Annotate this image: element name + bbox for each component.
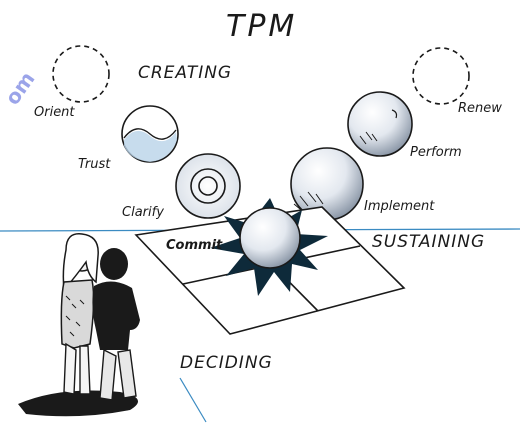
- deciding-pointer-line: [179, 377, 207, 423]
- label-orient: Orient: [34, 105, 75, 120]
- trust-circle: [121, 105, 179, 163]
- commit-sphere: [239, 207, 301, 269]
- label-renew: Renew: [458, 101, 502, 116]
- label-perform: Perform: [410, 145, 462, 160]
- phase-deciding: DECIDING: [180, 353, 273, 373]
- two-people-illustration: [18, 233, 140, 417]
- label-clarify: Clarify: [122, 205, 164, 220]
- watermark-text: om: [0, 67, 40, 109]
- label-trust: Trust: [78, 157, 111, 172]
- label-implement: Implement: [364, 199, 435, 214]
- clarify-rings: [175, 153, 241, 219]
- implement-sphere: [290, 147, 364, 221]
- renew-circle: [412, 47, 470, 105]
- phase-sustaining: SUSTAINING: [372, 232, 485, 252]
- diagram-title: TPM: [226, 9, 297, 44]
- phase-creating: CREATING: [138, 63, 232, 83]
- perform-sphere: [347, 91, 413, 157]
- orient-circle: [52, 45, 110, 103]
- label-commit: Commit: [166, 238, 223, 253]
